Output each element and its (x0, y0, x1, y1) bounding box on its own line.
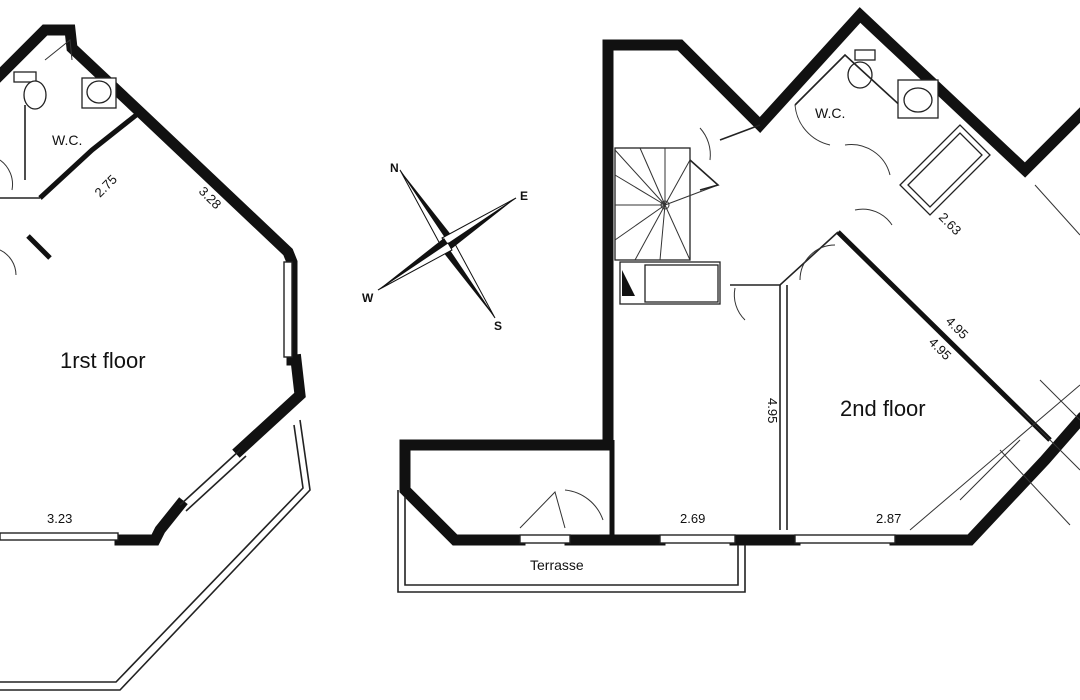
first-floor-sink (81, 77, 117, 109)
first-floor-window-diag-2 (185, 455, 247, 512)
compass-north-label: N (390, 161, 399, 175)
first-floor-window-diag (179, 449, 241, 506)
first-floor-wall-bottom-right (114, 497, 188, 546)
second-floor-title: 2nd floor (840, 396, 926, 421)
terrace-label: Terrasse (530, 557, 584, 573)
first-floor-window-right (283, 261, 293, 358)
second-floor-bathtub (899, 124, 991, 216)
second-floor-window-1 (659, 534, 736, 544)
first-floor-title: 1rst floor (60, 348, 146, 373)
first-floor-dim-323: 3.23 (47, 511, 72, 526)
terrace-outline (397, 490, 746, 593)
second-floor-wall-left-lower (399, 439, 614, 546)
first-floor-window-bottom (0, 532, 119, 541)
second-floor-cupboard (619, 261, 721, 305)
first-floor-door-arc (0, 159, 13, 191)
second-floor-dim-495-c: 4.95 (765, 398, 780, 423)
second-floor-dim-263: 2.63 (936, 210, 965, 239)
first-floor-wc-label: W.C. (52, 132, 82, 148)
first-floor-wall-stub (26, 234, 52, 260)
first-floor-plan: W.C. 1rst floor 2.75 3.28 3.23 (0, 24, 311, 691)
second-floor-interior-wall-diag (836, 230, 1052, 442)
first-floor-partition (38, 110, 142, 200)
staircase (614, 147, 720, 261)
second-floor-wc-label: W.C. (815, 105, 845, 121)
second-floor-glass-panel (909, 184, 1080, 531)
compass-east-label: E (520, 189, 528, 203)
compass-rose: N E S W (362, 161, 528, 333)
second-floor-dim-287: 2.87 (876, 511, 901, 526)
first-floor-balcony-inner (0, 424, 304, 683)
second-floor-dim-269: 2.69 (680, 511, 705, 526)
compass-west-label: W (362, 291, 374, 305)
second-floor-toilet (847, 49, 876, 89)
first-floor-dim-275: 2.75 (92, 172, 121, 201)
first-floor-toilet (13, 71, 47, 110)
first-floor-balcony (0, 419, 311, 691)
second-floor-window-2 (794, 534, 896, 544)
second-floor-sink (897, 79, 939, 119)
compass-south-label: S (494, 319, 502, 333)
second-floor-plan: W.C. 2nd floor Terrasse 2.63 4.95 4.95 4… (397, 7, 1080, 593)
second-floor-door-arc-1 (699, 127, 711, 161)
first-floor-wall-right (232, 353, 306, 458)
